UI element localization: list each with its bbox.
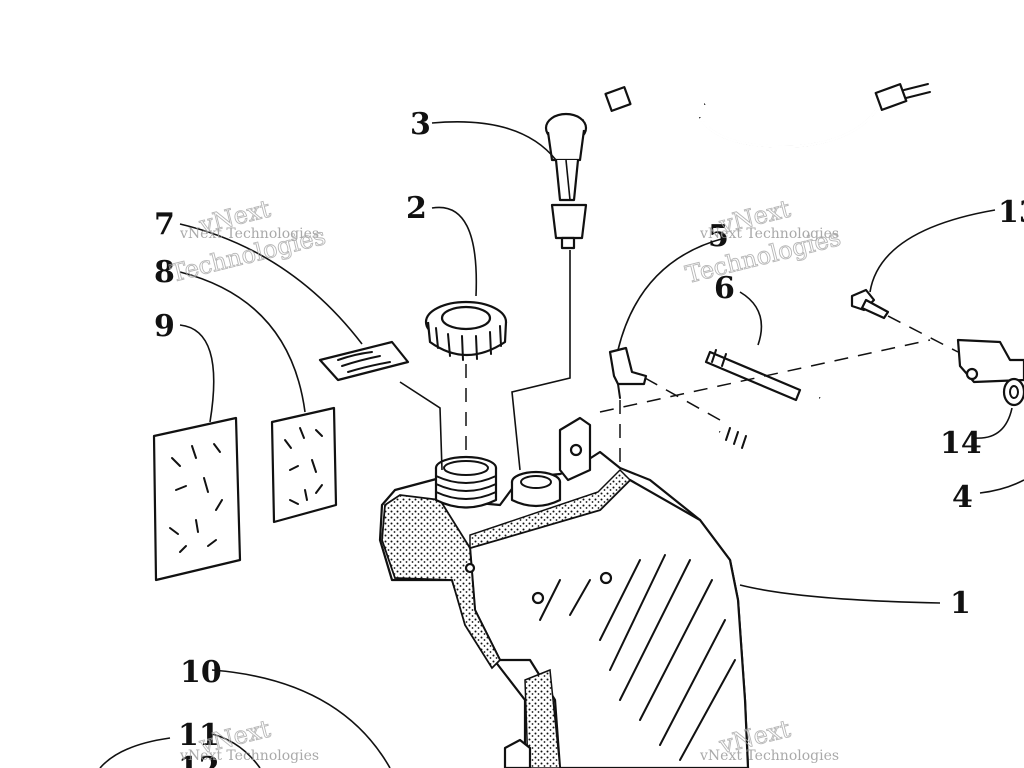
callout-2: 2 xyxy=(406,191,427,226)
svg-text:vNext Technologies: vNext Technologies xyxy=(699,748,839,764)
fuel-cap xyxy=(424,300,508,361)
vent-hose xyxy=(704,349,833,456)
callout-6: 6 xyxy=(714,271,735,306)
svg-text:vNext Technologies: vNext Technologies xyxy=(179,748,319,764)
callout-5: 5 xyxy=(708,219,729,254)
assembly-lines xyxy=(399,250,959,471)
mounting-bracket xyxy=(956,338,1024,384)
sender-port xyxy=(510,470,562,508)
svg-text:vNext Technologies: vNext Technologies xyxy=(179,226,319,242)
svg-text:vNext Technologies: vNext Technologies xyxy=(699,226,839,242)
mounting-bolt xyxy=(850,288,890,320)
fuel-sender xyxy=(544,112,588,250)
foam-pad-large xyxy=(152,416,242,582)
leader-lines xyxy=(99,121,1024,768)
callout-7: 7 xyxy=(154,207,175,242)
callout-3: 3 xyxy=(410,107,431,142)
callout-1: 1 xyxy=(950,586,971,621)
callout-9: 9 xyxy=(154,309,175,344)
grommet xyxy=(1002,377,1024,407)
callout-8: 8 xyxy=(154,255,175,290)
filler-neck xyxy=(434,455,498,509)
foam-pad-small xyxy=(270,406,338,524)
fuel-tank xyxy=(378,416,750,768)
callout-12: 12 xyxy=(178,751,220,768)
decal-label xyxy=(318,340,410,382)
callout-10: 10 xyxy=(180,655,222,690)
callout-4: 4 xyxy=(952,480,973,515)
callout-14: 14 xyxy=(940,426,982,461)
wire-harness xyxy=(583,66,931,148)
callout-11: 11 xyxy=(178,718,220,753)
callout-labels: 1 2 3 4 5 6 7 8 9 10 11 12 13 14 xyxy=(154,107,1024,768)
vent-fitting xyxy=(608,346,648,399)
callout-13: 13 xyxy=(998,195,1024,230)
